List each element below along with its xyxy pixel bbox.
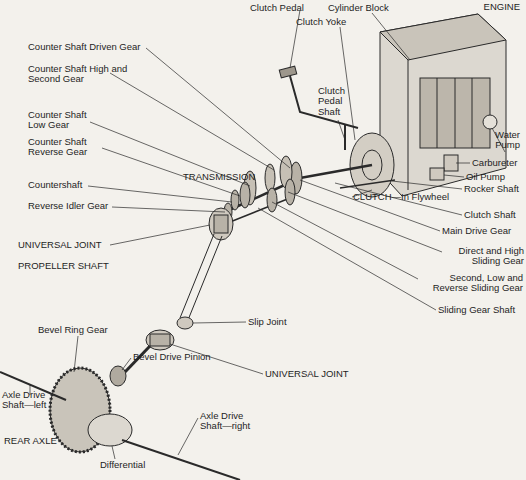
part-label: Bevel Ring Gear [38, 325, 108, 335]
part-label: Sliding Gear Shaft [438, 305, 515, 315]
part-label: UNIVERSAL JOINT [18, 240, 102, 250]
part-label: Water Pump [470, 130, 520, 151]
part-label: ENGINE [470, 2, 520, 12]
part-label: Counter Shaft Reverse Gear [28, 137, 108, 158]
part-label: Clutch Shaft [464, 210, 516, 220]
part-label: CLUTCH—In Flywheel [353, 192, 449, 202]
part-label: PROPELLER SHAFT [18, 261, 109, 271]
part-label: Rocker Shaft [464, 184, 519, 194]
part-label: Carbureter [472, 158, 517, 168]
part-label: Main Drive Gear [442, 226, 511, 236]
part-label: Slip Joint [248, 317, 287, 327]
part-label: Clutch Yoke [296, 17, 346, 27]
part-label: Counter Shaft High and Second Gear [28, 64, 128, 85]
part-label: Cylinder Block [328, 3, 389, 13]
part-label: Bevel Drive Pinion [133, 352, 211, 362]
part-label: Axle Drive Shaft—left [2, 390, 62, 411]
part-label: Countershaft [28, 180, 82, 190]
part-label: Direct and High Sliding Gear [444, 246, 524, 267]
part-label: Counter Shaft Low Gear [28, 110, 103, 131]
part-label: Reverse Idler Gear [28, 201, 108, 211]
part-label: UNIVERSAL JOINT [265, 369, 349, 379]
part-label: Counter Shaft Driven Gear [28, 42, 140, 52]
part-label: Second, Low and Reverse Sliding Gear [418, 273, 523, 294]
part-label: Clutch Pedal Shaft [318, 86, 354, 117]
part-label: Oil Pump [466, 172, 505, 182]
part-label: TRANSMISSION [183, 172, 255, 182]
part-label: Differential [100, 460, 145, 470]
part-label: REAR AXLE [4, 436, 57, 446]
part-label: Clutch Pedal [250, 3, 304, 13]
part-label: Axle Drive Shaft—right [200, 411, 262, 432]
